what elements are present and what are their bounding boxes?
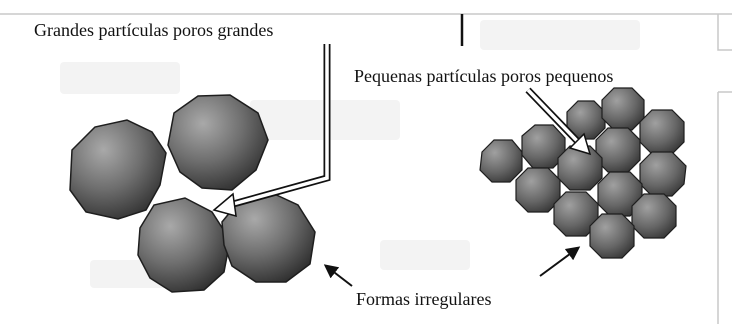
irregular-arrow-right: [539, 246, 581, 277]
large-particles-label: Grandes partículas poros grandes: [34, 20, 274, 40]
small-particle: [601, 87, 645, 131]
large-particle-cluster: [69, 94, 316, 293]
large-particle: [167, 94, 269, 191]
small-particle: [557, 145, 603, 191]
annotation-arrows: [212, 44, 592, 287]
small-particle: [631, 193, 677, 239]
small-pore-arrowhead: [568, 132, 592, 156]
large-pore-arrowhead: [212, 192, 237, 218]
small-particle-cluster: [479, 87, 687, 259]
frame-lines: [0, 13, 732, 324]
small-particle: [589, 213, 635, 259]
small-particle: [479, 139, 523, 183]
small-particle: [639, 151, 687, 197]
irregular-arrow-left: [323, 264, 353, 287]
small-particles-label: Pequenas partículas poros pequenos: [354, 66, 614, 86]
large-particle: [69, 119, 167, 220]
large-particle: [137, 197, 231, 293]
small-particle: [639, 109, 685, 155]
irregular-shapes-label: Formas irregulares: [356, 289, 492, 309]
